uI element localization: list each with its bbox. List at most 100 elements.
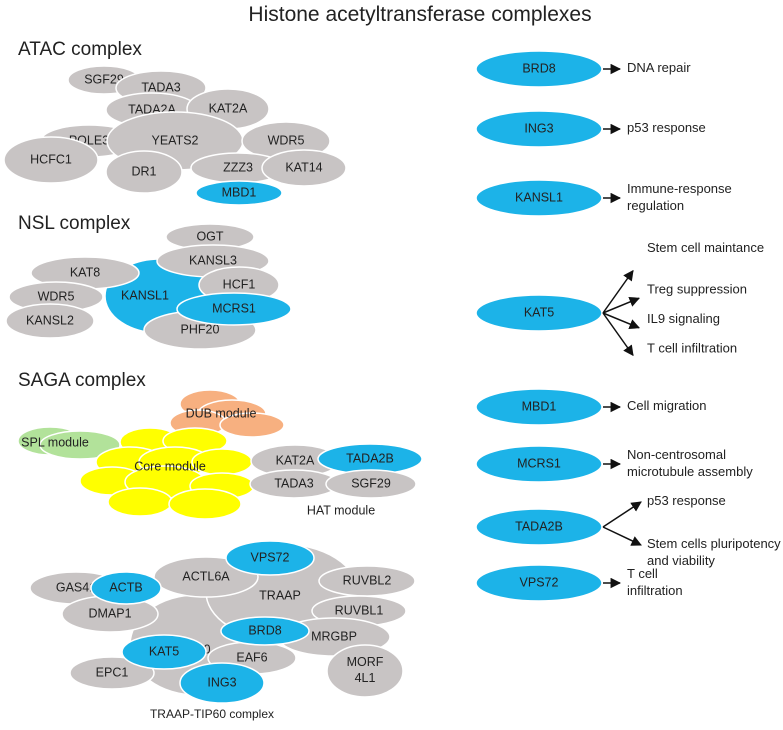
func-brd8-label: BRD8 [522, 61, 555, 75]
traap-actl6a-label: ACTL6A [182, 569, 230, 583]
atac-kat2a-label: KAT2A [209, 101, 248, 115]
hat-tada2b-label: TADA2B [346, 451, 394, 465]
hat-tada3-label: TADA3 [274, 476, 313, 490]
saga-heading: SAGA complex [18, 370, 146, 391]
atac-kat14-label: KAT14 [285, 160, 322, 174]
nsl-kansl3-label: KANSL3 [189, 253, 237, 267]
atac-hcfc1-label: HCFC1 [30, 152, 72, 166]
func-mbd1-label: MBD1 [522, 399, 557, 413]
func-kat5-arrow-2 [602, 296, 640, 314]
traap-brd8-label: BRD8 [248, 623, 281, 637]
nsl-mcrs1-ellipse [176, 292, 292, 326]
atac-tada3-label: TADA3 [141, 80, 180, 94]
nsl-kat8-label: KAT8 [70, 265, 100, 279]
func-ing3-target-1: p53 response [627, 120, 706, 135]
hat-sgf29-ellipse [325, 469, 417, 499]
nsl-wdr5-label: WDR5 [38, 289, 75, 303]
traap-mrgbp-label: MRGBP [311, 629, 357, 643]
traap-epc1-ellipse [69, 656, 155, 690]
func-tada2b-ellipse [475, 508, 603, 546]
func-brd8-target-1: DNA repair [627, 60, 691, 75]
nsl-kansl2-label: KANSL2 [26, 313, 74, 327]
func-kat5-arrow-3 [602, 312, 640, 330]
diagram-title: Histone acetyltransferase complexes [248, 3, 591, 26]
func-tada2b-target-1: p53 response [647, 493, 726, 508]
nsl-mcrs1-label: MCRS1 [212, 301, 256, 315]
atac-kat14-ellipse [261, 149, 347, 187]
traap-eaf6-label: EAF6 [236, 650, 267, 664]
hat-kat2a-label: KAT2A [276, 453, 315, 467]
func-mbd1-ellipse [475, 388, 603, 426]
traap-ing3-ellipse [179, 662, 265, 704]
func-kat5-target-2: Treg suppression [647, 282, 747, 297]
func-brd8-ellipse [475, 50, 603, 88]
atac-yeats2-label: YEATS2 [151, 133, 198, 147]
traap-ing3-label: ING3 [207, 675, 236, 689]
traap-vps72-ellipse [225, 540, 315, 576]
traap-traap-label: TRAAP [259, 588, 301, 602]
core-part-10-ellipse [168, 488, 242, 520]
atac-sgf29-label: SGF29 [84, 72, 124, 86]
nsl-hcf1-label: HCF1 [223, 277, 256, 291]
nsl-heading: NSL complex [18, 213, 131, 234]
atac-wdr5-label: WDR5 [268, 133, 305, 147]
atac-mbd1-label: MBD1 [222, 185, 257, 199]
func-kansl1-label: KANSL1 [515, 190, 563, 204]
traap-kat5-ellipse [121, 634, 207, 670]
dub-part-4-ellipse [219, 412, 285, 438]
func-mbd1-target-1: Cell migration [627, 398, 706, 413]
atac-mbd1-ellipse [195, 180, 283, 206]
traap-ruvbl1-label: RUVBL1 [335, 603, 384, 617]
func-kat5-arrow-1 [602, 269, 634, 314]
atac-zzz3-label: ZZZ3 [223, 160, 253, 174]
nsl-kansl1-label: KANSL1 [121, 288, 169, 302]
func-mcrs1-label: MCRS1 [517, 456, 561, 470]
nsl-phf20-label: PHF20 [181, 322, 220, 336]
traap-actb-ellipse [90, 571, 162, 605]
traap-gas41-label: GAS41 [56, 580, 96, 594]
func-vps72-label: VPS72 [520, 575, 559, 589]
traap-epc1-label: EPC1 [96, 665, 129, 679]
traap-brd8-ellipse [220, 616, 310, 646]
func-kat5-target-1: Stem cell maintance [647, 240, 764, 255]
nsl-ogt-label: OGT [196, 229, 223, 243]
core-part-9-ellipse [107, 487, 173, 517]
func-kat5-target-4: T cell infiltration [647, 341, 737, 356]
hat-sgf29-label: SGF29 [351, 476, 391, 490]
hat-module-label: HAT module [307, 503, 375, 517]
traap-ruvbl2-label: RUVBL2 [343, 573, 392, 587]
func-mcrs1-ellipse [475, 445, 603, 483]
func-kat5-ellipse [475, 294, 603, 332]
traap-vps72-label: VPS72 [251, 550, 290, 564]
atac-hcfc1-ellipse [3, 136, 99, 184]
func-kansl1-ellipse [475, 179, 603, 217]
func-kat5-label: KAT5 [524, 305, 554, 319]
func-tada2b-arrow-2 [602, 526, 642, 546]
dub-module-label: DUB module [186, 406, 257, 420]
traap-morf-4l1-ellipse [326, 644, 404, 698]
atac-heading: ATAC complex [18, 39, 142, 60]
func-ing3-label: ING3 [524, 121, 553, 135]
func-kat5-arrow-4 [602, 312, 634, 357]
atac-dr1-ellipse [105, 150, 183, 194]
func-kat5-target-3: IL9 signaling [647, 311, 720, 326]
traap-tip60-complex: P400TRAAPACTL6AGAS41DMAP1RUVBL2RUVBL1MRG… [29, 540, 416, 704]
atac-dr1-label: DR1 [131, 164, 156, 178]
traap-kat5-label: KAT5 [149, 644, 179, 658]
traap-caption: TRAAP-TIP60 complex [150, 707, 274, 721]
func-ing3-ellipse [475, 110, 603, 148]
traap-dmap1-label: DMAP1 [88, 606, 131, 620]
traap-actb-label: ACTB [109, 580, 142, 594]
nsl-kansl2-ellipse [5, 303, 95, 339]
